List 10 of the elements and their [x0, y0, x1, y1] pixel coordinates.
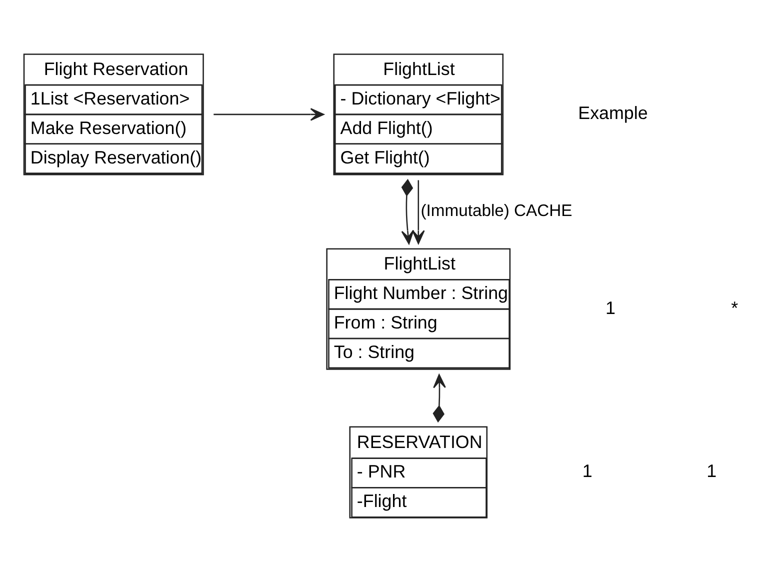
edge-label: (Immutable) CACHE	[420, 200, 572, 220]
arrow	[412, 180, 425, 244]
arrow	[214, 108, 324, 120]
label: Example	[578, 102, 648, 123]
arrow	[401, 178, 414, 244]
arrow	[432, 374, 446, 422]
label: *	[731, 297, 738, 318]
label: 1	[582, 460, 592, 481]
label: 1	[605, 297, 616, 318]
label: 1	[706, 460, 717, 481]
